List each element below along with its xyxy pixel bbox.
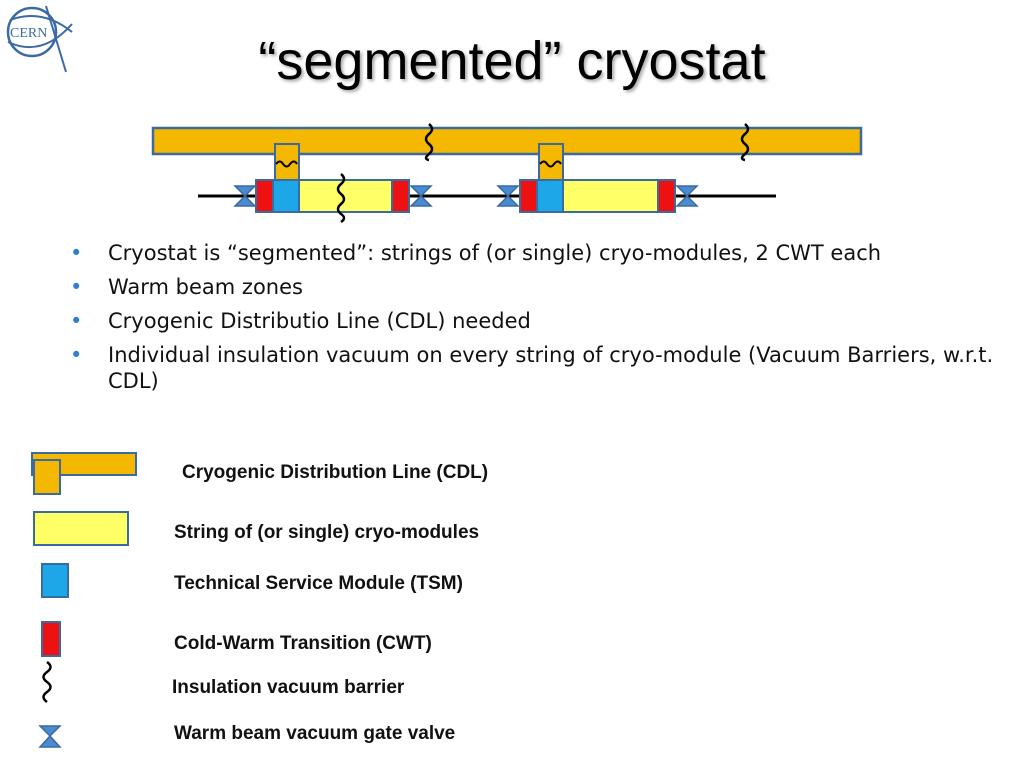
bullet-item: •Warm beam zones <box>70 275 303 299</box>
bullet-item: •Individual insulation vacuum on every s… <box>70 343 994 393</box>
legend-label-vacuum-barrier: Insulation vacuum barrier <box>172 677 405 698</box>
cwt-icon <box>41 621 61 657</box>
legend-label-tsm: Technical Service Module (TSM) <box>174 573 463 594</box>
bullet-dot-icon: • <box>70 275 83 299</box>
gate-valve <box>233 185 257 207</box>
segmented-cryostat-diagram <box>151 123 863 224</box>
bullet-dot-icon: • <box>70 309 83 333</box>
tsm <box>536 179 564 213</box>
cdl-icon <box>31 452 137 495</box>
tsm <box>272 179 300 213</box>
legend-label-gate-valve: Warm beam vacuum gate valve <box>174 723 456 744</box>
cern-logo: CERN <box>6 5 73 73</box>
jumper-vacuum-barrier <box>539 160 562 168</box>
cwt-right <box>657 179 676 213</box>
bullet-list: •Cryostat is “segmented”: strings of (or… <box>70 240 1000 402</box>
gate-valve <box>496 185 520 207</box>
cryo-string-1 <box>233 143 433 224</box>
bullet-dot-icon: • <box>70 241 83 265</box>
cryo-module-string <box>298 179 393 213</box>
legend-label-cwt: Cold-Warm Transition (CWT) <box>174 633 432 654</box>
cdl-vacuum-barrier <box>424 123 434 162</box>
tsm-icon <box>41 563 69 598</box>
gate-valve <box>675 185 699 207</box>
cwt-left <box>519 179 538 213</box>
cryo-string-icon <box>33 511 129 546</box>
gate-valve <box>409 185 433 207</box>
cryo-module-string <box>562 179 659 213</box>
legend-label-string: String of (or single) cryo-modules <box>174 522 480 543</box>
jumper-vacuum-barrier <box>275 160 298 168</box>
cern-logo-text: CERN <box>10 26 47 41</box>
bullet-dot-icon: • <box>70 343 83 367</box>
cwt-left <box>255 179 274 213</box>
cwt-right <box>391 179 410 213</box>
cryo-string-2 <box>496 143 699 213</box>
vacuum-barrier-icon <box>42 660 52 704</box>
string-vacuum-barrier <box>336 173 346 224</box>
cdl-main-line <box>151 126 863 156</box>
legend-label-cdl: Cryogenic Distribution Line (CDL) <box>182 462 489 483</box>
gate-valve-icon <box>38 725 62 748</box>
bullet-item: •Cryostat is “segmented”: strings of (or… <box>70 241 882 265</box>
cdl-vacuum-barrier <box>740 123 750 162</box>
bullet-item: •Cryogenic Distributio Line (CDL) needed <box>70 309 531 333</box>
page-title: “segmented” cryostat <box>258 31 766 91</box>
